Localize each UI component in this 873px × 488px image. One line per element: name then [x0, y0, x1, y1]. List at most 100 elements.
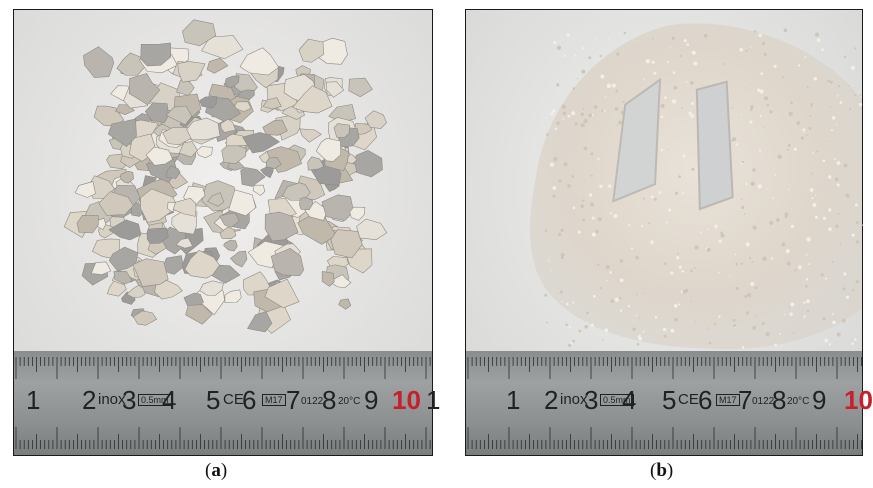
shell-flake	[349, 206, 366, 221]
powder-speck	[681, 107, 684, 109]
powder-speck	[824, 277, 827, 280]
powder-speck	[671, 99, 677, 104]
powder-speck	[850, 65, 856, 70]
powder-speck	[678, 265, 682, 269]
shell-flake	[113, 271, 133, 285]
powder-speck	[700, 231, 703, 234]
powder-speck	[849, 107, 852, 111]
powder-speck	[745, 311, 750, 315]
powder-speck	[561, 104, 566, 109]
powder-speck	[746, 292, 752, 298]
powder-speck	[714, 224, 718, 229]
powder-speck	[671, 36, 675, 40]
powder-speck	[741, 160, 745, 164]
powder-speck	[741, 198, 743, 200]
powder-speck	[843, 163, 848, 168]
shell-flake	[227, 161, 245, 171]
powder-speck	[622, 100, 625, 103]
powder-speck	[805, 134, 808, 137]
shell-flake	[242, 132, 280, 154]
powder-speck	[605, 279, 608, 282]
powder-speck	[828, 343, 832, 346]
powder-speck	[717, 272, 720, 274]
powder-speck	[571, 174, 575, 178]
shell-flake	[206, 57, 229, 74]
powder-speck	[845, 295, 850, 299]
powder-speck	[861, 224, 863, 227]
powder-speck	[822, 316, 826, 321]
powder-speck	[812, 202, 817, 207]
powder-speck	[670, 328, 675, 333]
powder-speck	[599, 184, 603, 188]
powder-speck	[809, 103, 813, 107]
powder-speck	[779, 332, 781, 335]
powder-speck	[854, 203, 858, 207]
powder-speck	[792, 332, 795, 335]
powder-speck	[732, 318, 736, 322]
powder-speck	[752, 168, 756, 172]
powder-speck	[580, 204, 585, 209]
powder-speck	[619, 296, 622, 300]
powder-speck	[713, 322, 717, 325]
ruler-number: 5	[206, 385, 221, 415]
powder-speck	[829, 80, 833, 84]
powder-speck	[745, 49, 748, 53]
powder-speck	[679, 54, 682, 58]
powder-speck	[842, 287, 846, 291]
shell-flake	[321, 194, 355, 221]
shell-flake	[264, 211, 299, 242]
powder-speck	[750, 105, 754, 109]
powder-speck	[744, 87, 747, 89]
powder-speck	[718, 239, 722, 243]
shell-flake	[108, 219, 142, 241]
ruler-number: 4	[162, 385, 177, 415]
powder-speck	[762, 256, 767, 262]
powder-speck	[583, 146, 588, 151]
powder-speck	[552, 194, 556, 198]
powder-speck	[757, 88, 761, 92]
powder-speck	[739, 47, 744, 52]
powder-speck	[730, 106, 733, 109]
powder-speck	[735, 262, 738, 266]
shell-flake	[223, 240, 238, 252]
shell-flake	[264, 278, 300, 309]
powder-speck	[591, 232, 596, 237]
powder-speck	[831, 261, 834, 263]
powder-speck	[606, 83, 612, 89]
powder-speck	[645, 58, 650, 64]
powder-speck	[806, 86, 809, 89]
powder-speck	[804, 56, 807, 58]
powder-speck	[732, 137, 737, 142]
powder-speck	[574, 54, 576, 57]
powder-speck	[560, 300, 563, 303]
shell-flake	[211, 264, 241, 284]
powder-speck	[750, 281, 755, 287]
shell-flake	[182, 19, 217, 47]
powder-speck	[551, 269, 553, 272]
powder-speck	[583, 118, 588, 124]
powder-speck	[665, 221, 668, 224]
powder-speck	[769, 110, 773, 114]
ruler-marking: inox	[560, 391, 588, 408]
powder-speck	[757, 184, 762, 189]
shell-flake	[262, 119, 288, 136]
powder-speck	[674, 191, 679, 195]
powder-speck	[670, 271, 674, 275]
shell-flake	[140, 42, 172, 67]
powder-speck	[554, 127, 558, 131]
powder-speck	[809, 104, 811, 106]
shell-flake	[230, 250, 248, 268]
ruler-number: 9	[364, 385, 379, 415]
powder-speck	[827, 79, 830, 83]
shell-flake	[292, 85, 333, 114]
powder-speck	[572, 87, 576, 90]
powder-speck	[783, 28, 788, 33]
powder-speck	[616, 52, 620, 56]
ruler-number: 8	[322, 385, 337, 415]
powder-speck	[855, 279, 860, 284]
powder-speck	[786, 148, 789, 151]
powder-speck	[729, 275, 731, 278]
powder-speck	[595, 230, 599, 234]
powder-speck	[854, 338, 857, 341]
powder-speck	[841, 318, 846, 323]
